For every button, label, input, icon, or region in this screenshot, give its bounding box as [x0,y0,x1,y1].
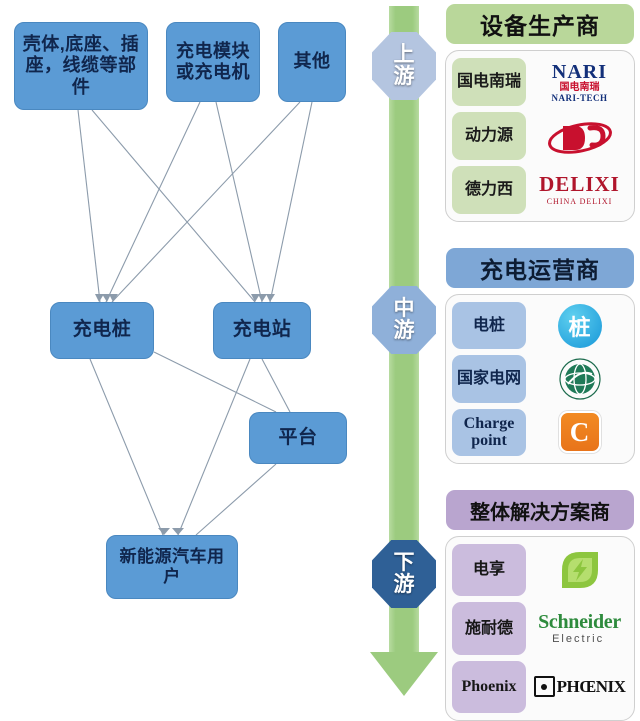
phoenix-logo: PHŒNIX [531,661,628,713]
node-platform[interactable]: 平台 [249,412,347,464]
stage-downstream-line1: 下 [393,550,415,574]
node-charging-module[interactable]: 充电模块或充电机 [166,22,260,102]
link-station-user [177,358,251,536]
section-solution-providers: 整体解决方案商 电享 施耐德 [440,490,640,721]
company-name-phoenix: Phoenix [452,660,526,713]
delixi-logo-subtext: CHINA DELIXI [546,197,613,206]
company-name-chargepoint: Charge point [452,408,526,456]
company-row-dianzhuang[interactable]: 电桩 桩 [452,302,628,350]
link-platform-user [195,463,277,536]
banner-equipment-makers: 设备生产商 [446,4,634,44]
arrow-head-icon [370,652,438,696]
dianzhuang-logo: 桩 [531,302,628,349]
company-name-nari: 国电南瑞 [452,58,526,106]
stage-downstream-line2: 游 [393,573,415,596]
company-name-state-grid: 国家电网 [452,355,526,403]
section-equipment-makers: 设备生产商 国电南瑞 NARI 国电南瑞 NARI-TECH 动力源 [440,4,640,222]
node-components[interactable]: 壳体,底座、插座，线缆等部件 [14,22,148,110]
schneider-logo-wordmark: Schneider [538,610,621,633]
value-chain-arrow: 上 游 中 游 下 游 [368,0,440,707]
stage-upstream-line1: 上 [393,42,415,66]
stage-midstream-line1: 中 [393,296,415,320]
banner-charging-operators: 充电运营商 [446,248,634,288]
company-row-chargepoint[interactable]: Charge point C [452,408,628,456]
company-row-dianliyuan[interactable]: 动力源 [452,112,628,160]
company-panel: 设备生产商 国电南瑞 NARI 国电南瑞 NARI-TECH 动力源 [440,0,640,721]
link-pile-platform [153,351,277,413]
flow-connector-lines [77,101,313,536]
chargepoint-logo: C [531,409,628,456]
company-card-solutions: 电享 施耐德 Schneider Electric [445,536,635,721]
company-row-dianxiang[interactable]: 电享 [452,544,628,597]
dianxiang-logo [531,544,628,596]
link-other-station [269,101,313,303]
state-grid-logo [531,355,628,402]
company-name-schneider: 施耐德 [452,602,526,655]
schneider-logo-subtext: Electric [552,632,605,645]
banner-solution-providers: 整体解决方案商 [446,490,634,530]
stage-midstream-line2: 游 [393,319,415,342]
stage-badge-midstream[interactable]: 中 游 [372,286,436,354]
company-row-schneider[interactable]: 施耐德 Schneider Electric [452,602,628,655]
chargepoint-logo-glyph: C [558,411,601,454]
delixi-logo-wordmark: DELIXI [539,172,620,196]
company-name-dianzhuang: 电桩 [452,302,526,350]
link-other-pile [111,101,301,303]
phoenix-logo-mark [533,676,555,698]
nari-logo-wordmark: NARI [551,60,608,83]
company-card-operators: 电桩 桩 国家电网 [445,294,635,464]
link-pile-user [89,358,164,536]
node-ev-user[interactable]: 新能源汽车用户 [106,535,238,599]
company-card-equipment: 国电南瑞 NARI 国电南瑞 NARI-TECH 动力源 [445,50,635,222]
link-module-pile [105,101,201,303]
supply-chain-flow-diagram: 壳体,底座、插座，线缆等部件 充电模块或充电机 其他 充电桩 充电站 平台 新能… [14,22,347,599]
link-module-station [215,101,263,303]
dianyuan-logo [531,112,628,160]
company-name-dianliyuan: 动力源 [452,112,526,160]
dianzhuang-logo-glyph: 桩 [557,303,602,348]
stage-badge-downstream[interactable]: 下 游 [372,540,436,608]
section-charging-operators: 充电运营商 电桩 桩 国家电网 [440,248,640,464]
nari-logo-chinese: 国电南瑞 [559,81,600,93]
nari-logo-subtext: NARI-TECH [551,92,608,103]
company-name-dianxiang: 电享 [452,544,526,597]
company-row-phoenix[interactable]: Phoenix PHŒNIX [452,660,628,713]
stage-badge-upstream[interactable]: 上 游 [372,32,436,100]
company-row-state-grid[interactable]: 国家电网 [452,355,628,403]
stage-upstream-line2: 游 [393,65,415,88]
node-charging-pile[interactable]: 充电桩 [50,302,154,359]
company-row-nari[interactable]: 国电南瑞 NARI 国电南瑞 NARI-TECH [452,58,628,106]
node-charging-station[interactable]: 充电站 [213,302,311,359]
link-parts-station [91,109,256,303]
schneider-logo: Schneider Electric [531,602,628,654]
nari-logo: NARI 国电南瑞 NARI-TECH [531,58,628,106]
company-row-delixi[interactable]: 德力西 DELIXI CHINA DELIXI [452,166,628,214]
link-parts-pile [77,109,101,303]
node-other[interactable]: 其他 [278,22,346,102]
delixi-logo: DELIXI CHINA DELIXI [531,166,628,214]
link-station-platform [261,358,291,413]
phoenix-logo-wordmark: PHŒNIX [556,676,626,696]
company-name-delixi: 德力西 [452,166,526,214]
